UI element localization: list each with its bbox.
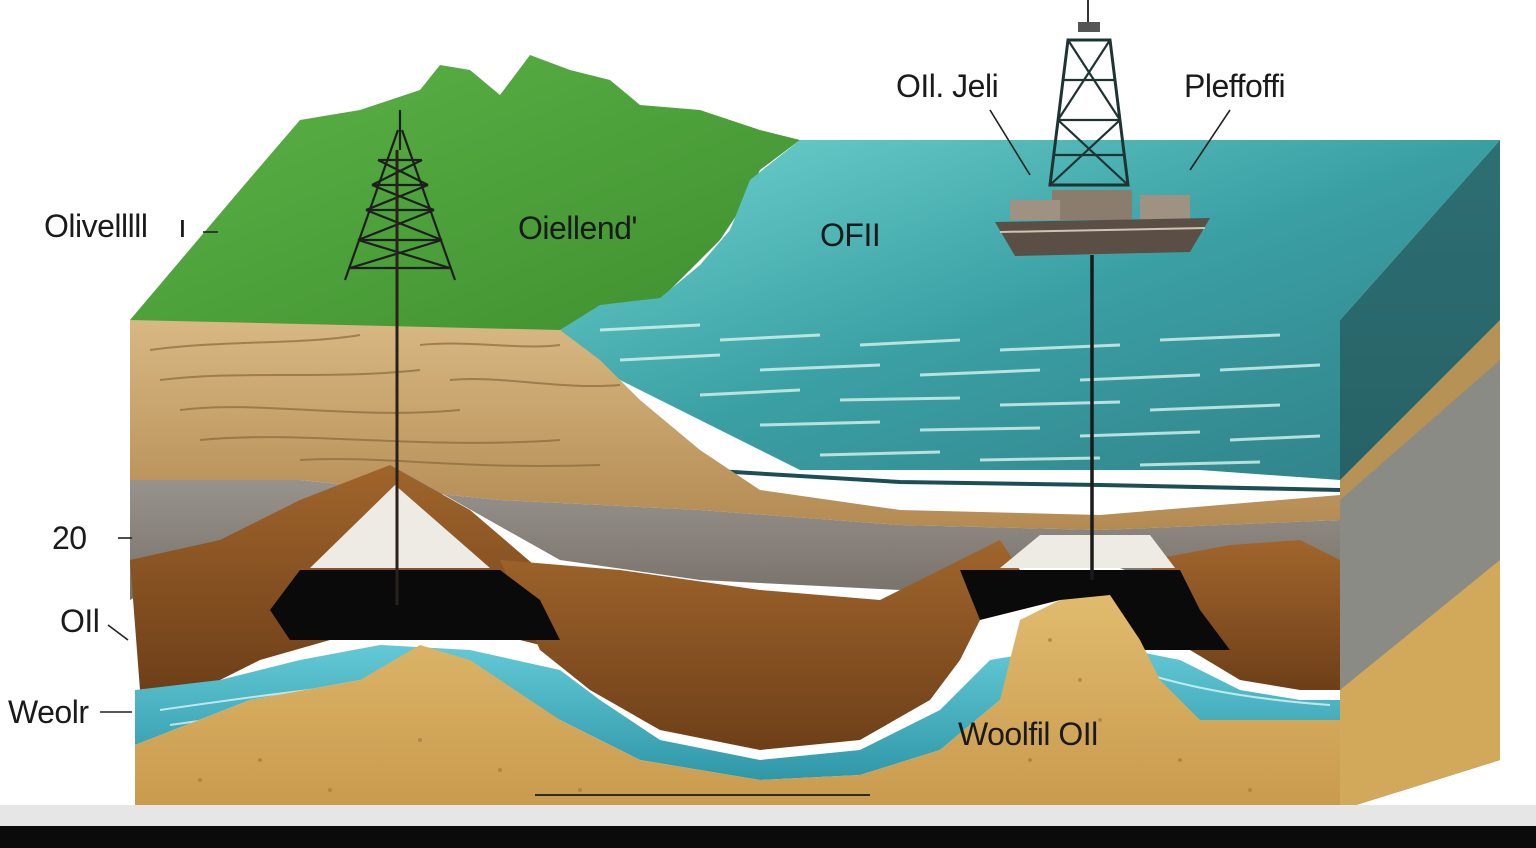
onshore-derrick xyxy=(343,110,457,281)
label-bottom-oil: Woolfil OIl xyxy=(958,716,1098,752)
label-rig-right: Pleffoffi xyxy=(1184,68,1286,104)
topsoil-layer xyxy=(130,320,1340,530)
offshore-platform xyxy=(995,0,1210,256)
label-depth-oil: OIl xyxy=(60,603,100,639)
sea-surface xyxy=(560,140,1500,480)
ground-shadow xyxy=(0,805,1536,827)
cap-rock-left xyxy=(310,485,490,568)
topsoil-texture xyxy=(149,334,621,468)
brown-rock-center xyxy=(500,540,1020,750)
label-oilwell-left: Olivelllll xyxy=(44,208,148,244)
oil-reservoir-left xyxy=(270,570,560,640)
bottom-bar xyxy=(0,826,1536,848)
label-sea: OFII xyxy=(820,217,881,253)
deep-sand-layer xyxy=(135,595,1340,810)
brown-rock-right xyxy=(1150,540,1340,690)
label-rig-left: OIl. Jeli xyxy=(896,68,999,104)
label-oilwell-left-tick: ı xyxy=(178,208,187,244)
sea-wave-lines xyxy=(599,323,1321,467)
label-depth-20: 20 xyxy=(52,520,87,556)
deep-sand-texture xyxy=(198,638,1252,792)
label-oil-land: Oiellend' xyxy=(518,210,638,246)
green-land xyxy=(130,55,800,330)
block-side-gray xyxy=(1340,360,1500,690)
label-depth-water: Weolr xyxy=(8,694,89,730)
block-side-deep xyxy=(1340,560,1500,810)
leader-lines xyxy=(100,109,1231,713)
gray-rock-layer xyxy=(130,470,1340,600)
sea-bottom-edge xyxy=(699,468,1341,492)
cap-rock-right xyxy=(1000,535,1175,568)
